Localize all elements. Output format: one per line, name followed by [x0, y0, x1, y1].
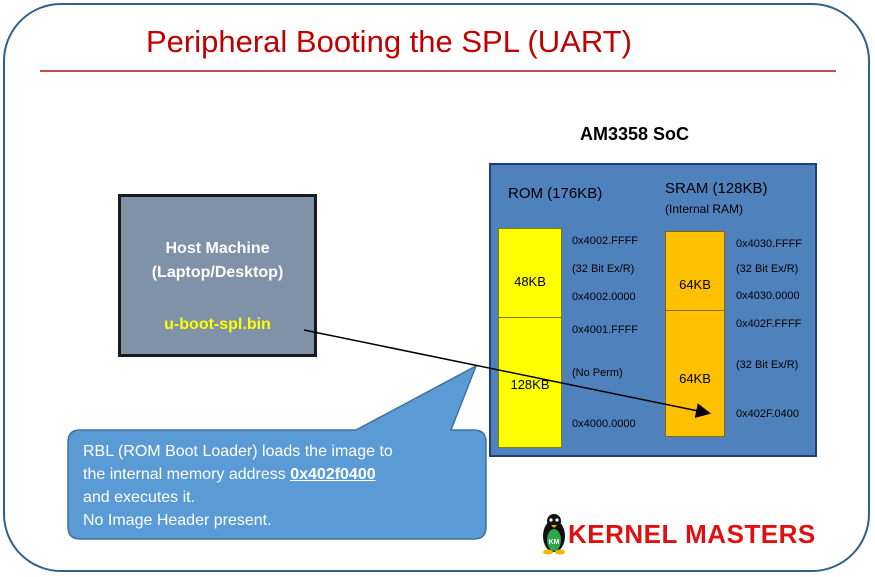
sram-sublabel: (Internal RAM) [665, 202, 744, 216]
rom-block-48kb: 48KB [514, 274, 546, 289]
rom-addr-40000000: 0x4000.0000 [572, 418, 636, 430]
sram-addr-402f0400: 0x402F.0400 [736, 408, 799, 420]
callout-text: RBL (ROM Boot Loader) loads the image to… [83, 440, 393, 532]
rom-addr-4002ffff: 0x4002.FFFF [572, 235, 639, 247]
callout-line2: the internal memory address 0x402f0400 [83, 463, 393, 486]
rom-divider [498, 317, 562, 318]
load-arrow [303, 329, 711, 418]
rom-addr-40020000: 0x4002.0000 [572, 291, 636, 303]
callout-line2-prefix: the internal memory address [83, 466, 291, 483]
callout-bubble [67, 364, 487, 540]
sram-label: SRAM (128KB) [665, 180, 768, 197]
soc-title: AM3358 SoC [580, 124, 690, 144]
sram-perm-lower: (32 Bit Ex/R) [736, 359, 799, 371]
sram-divider [665, 310, 725, 311]
host-title-line1: Host Machine [165, 240, 270, 257]
sram-perm-upper: (32 Bit Ex/R) [736, 263, 799, 275]
callout-line1: RBL (ROM Boot Loader) loads the image to [83, 443, 393, 460]
callout-address: 0x402f0400 [290, 466, 376, 483]
title-underline [40, 70, 836, 72]
callout-line3: and executes it. [83, 489, 196, 506]
sram-block-lower-64kb: 64KB [679, 371, 711, 386]
host-title-line2: (Laptop/Desktop) [151, 264, 284, 281]
rom-column [498, 228, 562, 448]
sram-block-upper-64kb: 64KB [679, 277, 711, 292]
kernel-masters-logo: KERNEL MASTERS [568, 519, 816, 549]
rom-perm-32bit: (32 Bit Ex/R) [572, 263, 635, 275]
rom-perm-none: (No Perm) [572, 367, 623, 379]
sram-addr-4030ffff: 0x4030.FFFF [736, 238, 803, 250]
tux-mascot-icon: KM [543, 514, 565, 555]
callout-line4: No Image Header present. [83, 512, 272, 529]
sram-addr-40300000: 0x4030.0000 [736, 290, 800, 302]
sram-addr-402fffff: 0x402F.FFFF [736, 318, 802, 330]
host-file-name: u-boot-spl.bin [164, 316, 271, 333]
mascot-letters: KM [549, 539, 560, 546]
host-machine-box: Host Machine (Laptop/Desktop) u-boot-spl… [118, 194, 317, 357]
sram-column [665, 231, 725, 437]
rom-addr-4001ffff: 0x4001.FFFF [572, 324, 639, 336]
rom-block-128kb: 128KB [510, 377, 550, 392]
rom-label: ROM (176KB) [508, 185, 603, 202]
slide-title: Peripheral Booting the SPL (UART) [146, 24, 632, 59]
